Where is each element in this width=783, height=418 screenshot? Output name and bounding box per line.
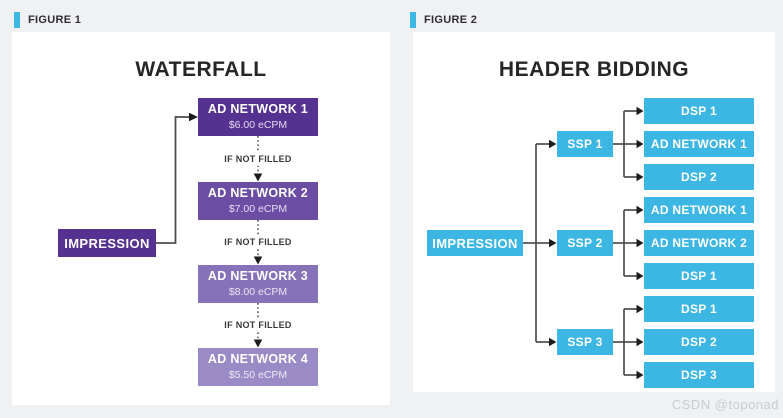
ssp3-target-1-box: DSP 1 (644, 296, 754, 322)
ssp2-target-3-label: DSP 1 (681, 269, 717, 283)
ssp3-target-2-label: DSP 2 (681, 335, 717, 349)
ssp3-target-3-box: DSP 3 (644, 362, 754, 388)
ssp-1-label: SSP 1 (567, 137, 603, 151)
ssp1-target-3-label: DSP 2 (681, 170, 717, 184)
ssp1-target-3-box: DSP 2 (644, 164, 754, 190)
figure1-accent-bar-icon (14, 12, 20, 28)
ssp-2-label: SSP 2 (567, 236, 603, 250)
figure1-tag: FIGURE 1 (14, 12, 81, 28)
ssp3-target-1-label: DSP 1 (681, 302, 717, 316)
ssp1-target-2-box: AD NETWORK 1 (644, 131, 754, 157)
figure1-tag-label: FIGURE 1 (28, 14, 82, 26)
ad-network-3-node: AD NETWORK 3 $8.00 eCPM (198, 265, 318, 303)
ssp2-target-1-box: AD NETWORK 1 (644, 197, 754, 223)
ssp3-target-3-label: DSP 3 (681, 368, 717, 382)
ad-network-1-label: AD NETWORK 1 (207, 102, 309, 117)
figure2-tag-label: FIGURE 2 (424, 14, 478, 26)
ssp-2-box: SSP 2 (557, 230, 613, 256)
ad-network-1-ecpm: $6.00 eCPM (228, 118, 288, 131)
figure2-card: HEADER BIDDING IMPRESSION SSP 1 SSP 2 SS… (413, 32, 775, 392)
figure2-impression-box: IMPRESSION (427, 230, 523, 256)
ssp2-target-2-box: AD NETWORK 2 (644, 230, 754, 256)
ad-network-2-label: AD NETWORK 2 (207, 186, 309, 201)
figure1-card: WATERFALL IMPRESSION AD NETWORK 1 $6.00 … (12, 32, 390, 405)
ssp1-target-2-label: AD NETWORK 1 (650, 137, 748, 151)
figure2-accent-bar-icon (410, 12, 416, 28)
figure2-connectors (523, 106, 644, 380)
figure2-tag: FIGURE 2 (410, 12, 477, 28)
ssp1-target-1-label: DSP 1 (681, 104, 717, 118)
ssp1-target-1-box: DSP 1 (644, 98, 754, 124)
ssp3-target-2-box: DSP 2 (644, 329, 754, 355)
ssp2-target-2-label: AD NETWORK 2 (650, 236, 748, 250)
ad-network-2-node: AD NETWORK 2 $7.00 eCPM (198, 182, 318, 220)
figure2-title: HEADER BIDDING (498, 58, 690, 81)
ssp-3-label: SSP 3 (567, 335, 603, 349)
ad-network-1-node: AD NETWORK 1 $6.00 eCPM (198, 98, 318, 136)
if-not-filled-label-2: IF NOT FILLED (220, 235, 296, 249)
figure1-title: WATERFALL (135, 58, 267, 81)
ad-network-4-ecpm: $5.50 eCPM (228, 368, 288, 381)
watermark: CSDN @toponad (671, 397, 779, 412)
ssp-3-box: SSP 3 (557, 329, 613, 355)
ad-network-4-label: AD NETWORK 4 (207, 352, 309, 367)
ad-network-2-ecpm: $7.00 eCPM (228, 202, 288, 215)
ssp2-target-1-label: AD NETWORK 1 (650, 203, 748, 217)
ssp-1-box: SSP 1 (557, 131, 613, 157)
ssp2-target-3-box: DSP 1 (644, 263, 754, 289)
figure1-impression-label: IMPRESSION (64, 235, 150, 251)
ad-network-3-ecpm: $8.00 eCPM (228, 285, 288, 298)
ad-network-3-label: AD NETWORK 3 (207, 269, 309, 284)
figure1-impression-box: IMPRESSION (58, 229, 156, 257)
if-not-filled-label-1: IF NOT FILLED (220, 152, 296, 166)
if-not-filled-label-3: IF NOT FILLED (220, 318, 296, 332)
figure2-impression-label: IMPRESSION (432, 235, 518, 251)
ad-network-4-node: AD NETWORK 4 $5.50 eCPM (198, 348, 318, 386)
